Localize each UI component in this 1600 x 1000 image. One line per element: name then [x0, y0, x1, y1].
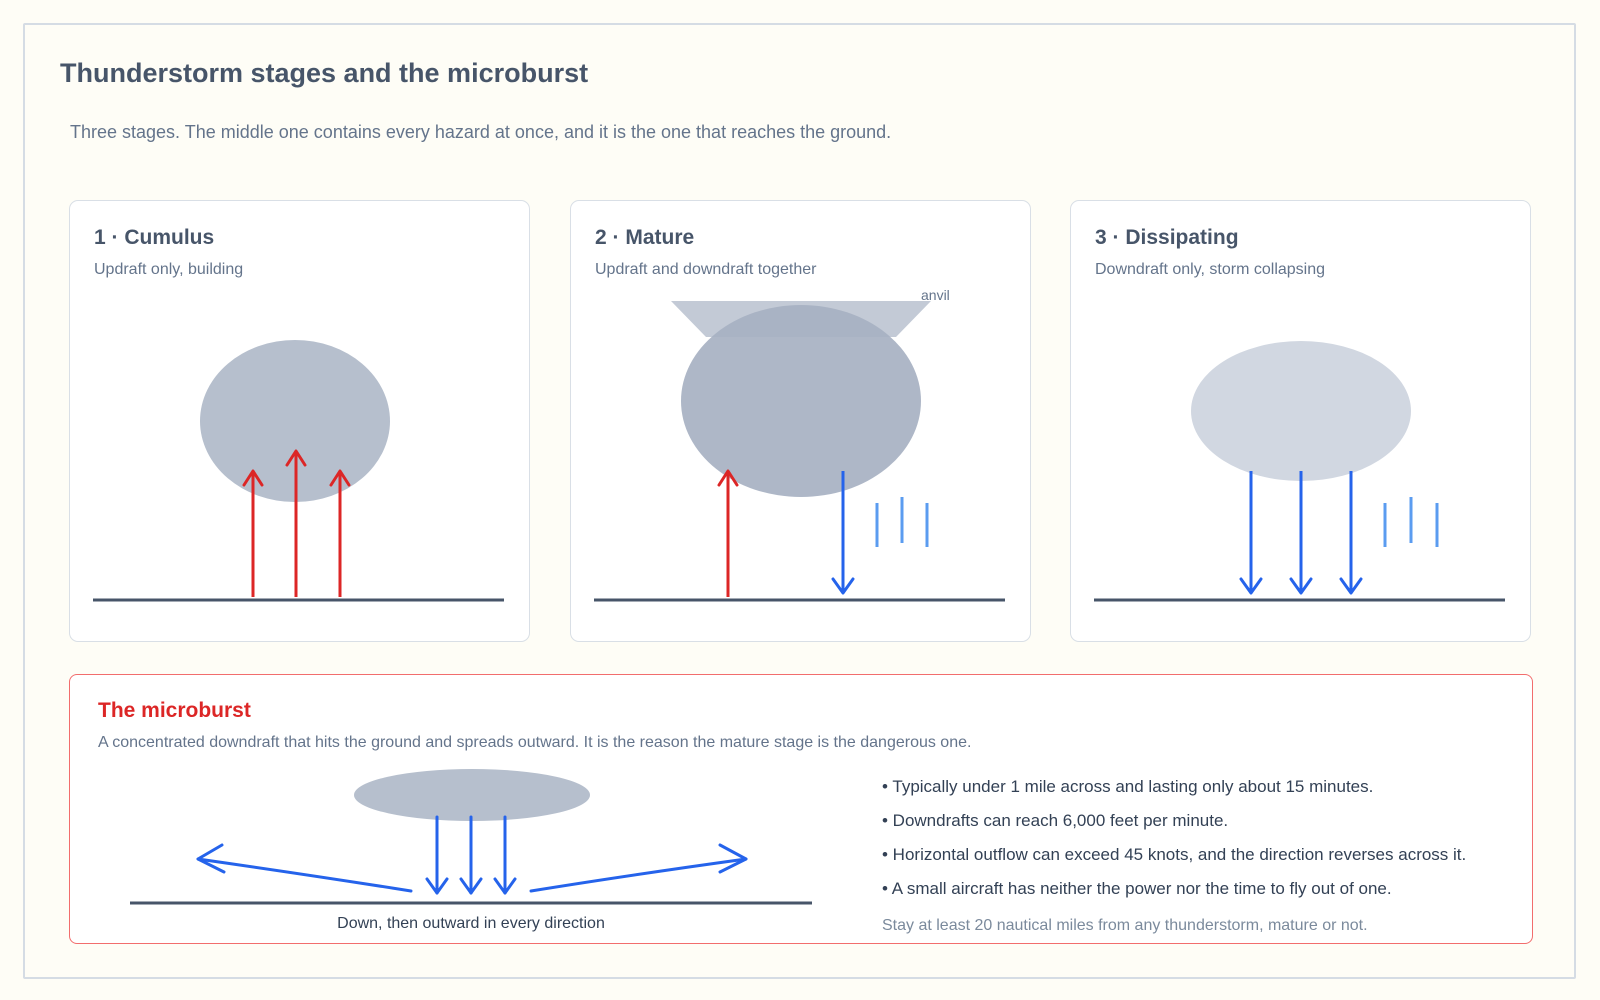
stage-card-mature: anvil 2 · Mature Updraft and downdraft t…: [570, 200, 1031, 642]
microburst-panel: The microburst A concentrated downdraft …: [69, 674, 1533, 944]
stage-subtitle: Updraft and downdraft together: [595, 261, 817, 278]
stage-subtitle: Downdraft only, storm collapsing: [1095, 261, 1326, 278]
downdraft-arrows: [1239, 471, 1363, 595]
mature-diagram: anvil: [594, 287, 1005, 602]
updraft-arrows: [242, 449, 351, 597]
updraft-arrow: [717, 469, 739, 597]
microburst-subtitle: A concentrated downdraft that hits the g…: [98, 734, 972, 751]
microburst-diagram: [130, 769, 812, 905]
dissipating-diagram: [1094, 341, 1505, 602]
stage-title: 3 · Dissipating: [1095, 226, 1239, 249]
microburst-facts: • Typically under 1 mile across and last…: [882, 777, 1466, 913]
fact-item: • Horizontal outflow can exceed 45 knots…: [882, 845, 1467, 864]
safety-note: Stay at least 20 nautical miles from any…: [882, 917, 1368, 934]
stage-card-dissipating: 3 · Dissipating Downdraft only, storm co…: [1070, 200, 1531, 642]
stage-card-cumulus: 1 · Cumulus Updraft only, building: [69, 200, 530, 642]
cumulus-cloud: [200, 340, 390, 502]
microburst-downdraft-arrows: [425, 815, 517, 895]
mature-cloud: [681, 305, 921, 497]
diagram-caption: Down, then outward in every direction: [337, 915, 605, 932]
fact-item: • Downdrafts can reach 6,000 feet per mi…: [882, 811, 1229, 830]
microburst-title: The microburst: [98, 699, 251, 722]
dissipating-cloud: [1191, 341, 1411, 481]
stage-subtitle: Updraft only, building: [94, 261, 244, 278]
page-subtitle: Three stages. The middle one contains ev…: [70, 122, 892, 142]
microburst-cloud: [354, 769, 590, 821]
fact-item: • Typically under 1 mile across and last…: [882, 777, 1374, 796]
rain-streaks: [1383, 497, 1439, 547]
cumulus-diagram: [93, 340, 504, 602]
fact-item: • A small aircraft has neither the power…: [882, 879, 1392, 898]
stage-title: 2 · Mature: [595, 226, 695, 249]
downdraft-arrow: [831, 471, 855, 595]
page-title: Thunderstorm stages and the microburst: [60, 58, 589, 88]
outflow-arrows: [196, 843, 748, 893]
anvil-label: anvil: [921, 287, 950, 303]
stage-title: 1 · Cumulus: [94, 226, 215, 249]
rain-streaks: [875, 497, 929, 547]
